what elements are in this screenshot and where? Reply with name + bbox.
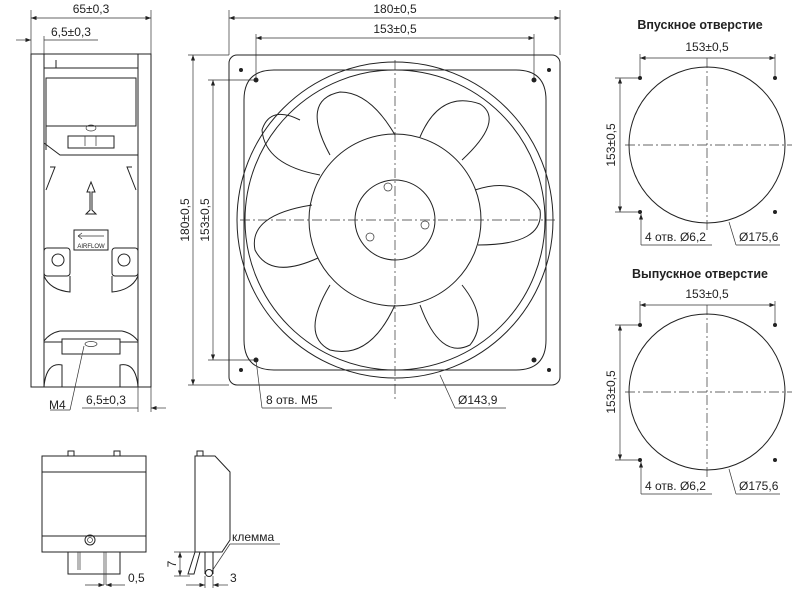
airflow-label-box [73, 229, 109, 251]
airflow-arrow-icon [84, 180, 98, 215]
fan-frame [228, 54, 561, 386]
inlet-diameter-label: Ø175,6 [739, 230, 779, 244]
side-flange-bottom-dim: 6,5±0,3 [86, 393, 126, 407]
side-width-dim: 65±0,3 [73, 2, 110, 16]
outlet-title: Выпускное отверстие [632, 267, 768, 281]
inlet-view: Впускное отверстие 153±0,5 153±0,5 4 отв… [604, 18, 792, 246]
terminal-label: клемма [232, 530, 275, 544]
outlet-dim-v: 153±0,5 [604, 370, 618, 414]
outlet-view: Выпускное отверстие 153±0,5 153±0,5 4 от… [604, 267, 792, 495]
front-diameter-label: Ø143,9 [458, 393, 498, 407]
side-body [30, 53, 152, 388]
screw-label: M4 [49, 398, 66, 412]
outlet-holes-label: 4 отв. Ø6,2 [645, 479, 706, 493]
front-holes-label: 8 отв. М5 [266, 393, 318, 407]
side-view: 65±0,3 6,5±0,3 AIRFLOW [16, 2, 166, 412]
front-hole-spacing-v: 153±0,5 [198, 198, 212, 242]
fan-blades [253, 91, 541, 352]
inlet-holes-label: 4 отв. Ø6,2 [645, 230, 706, 244]
front-view: 180±0,5 153±0,5 180±0,5 153±0,5 [178, 2, 561, 409]
mounting-holes [239, 68, 551, 372]
hub-screw-icon [383, 182, 393, 192]
side-flange-top-dim: 6,5±0,3 [51, 25, 91, 39]
outlet-diameter-label: Ø175,6 [739, 479, 779, 493]
front-hole-spacing-h: 153±0,5 [373, 22, 417, 36]
front-height-dim: 180±0,5 [178, 198, 192, 242]
terminal-side-view: клемма 7 3 [165, 450, 280, 588]
terminal-pin-dim: 3 [230, 571, 237, 585]
terminal-height-dim: 7 [165, 560, 179, 567]
terminal-gap-dim: 0,5 [128, 571, 145, 585]
hub-screw-icon [365, 232, 375, 242]
hub-screw-icon [420, 220, 430, 230]
terminal-pin-icon [205, 569, 213, 577]
inlet-title: Впускное отверстие [637, 18, 762, 32]
inlet-dim-v: 153±0,5 [604, 123, 618, 167]
airflow-label: AIRFLOW [77, 244, 105, 250]
outlet-dim-h: 153±0,5 [685, 287, 729, 301]
inlet-dim-h: 153±0,5 [685, 40, 729, 54]
terminal-front-view: 0,5 [41, 450, 147, 588]
front-width-dim: 180±0,5 [373, 2, 417, 16]
